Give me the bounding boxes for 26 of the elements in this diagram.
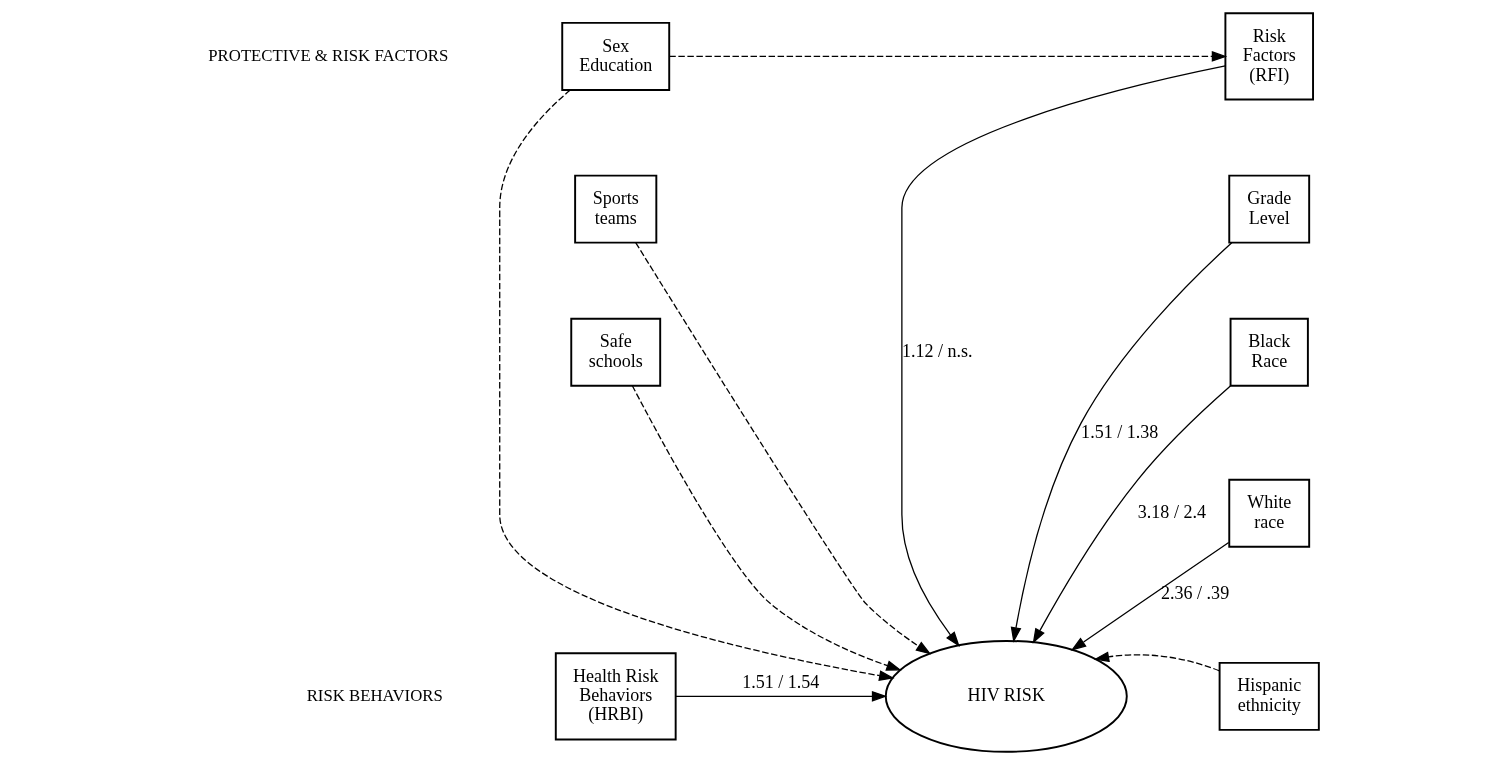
edge-label: 1.51 / 1.54	[741, 671, 819, 692]
node-box: Black Race	[1229, 317, 1309, 387]
arrow	[1010, 242, 1232, 643]
label: PROTECTIVE & RISK FACTORS	[207, 45, 448, 65]
node-box: Sports teams	[573, 174, 657, 244]
edge-label: 3.18 / 2.4	[1137, 502, 1206, 523]
arrow	[1070, 541, 1229, 651]
arrow	[900, 65, 1226, 647]
node-box: Hispanic ethnicity	[1218, 661, 1320, 731]
node-box: White race	[1227, 478, 1310, 548]
node-box: Sex Education	[560, 21, 670, 91]
arrow	[1093, 651, 1220, 672]
edge-label: 1.12 / n.s.	[901, 340, 973, 361]
arrow	[674, 690, 887, 702]
arrow	[631, 385, 902, 671]
node-box: Safe schools	[569, 317, 661, 387]
arrow	[498, 89, 894, 681]
edge-label: 2.36 / .39	[1160, 582, 1229, 603]
arrow	[1032, 385, 1231, 644]
node-box: Health Risk Behaviors (HRBI)	[554, 652, 677, 741]
edge-label: 1.51 / 1.38	[1080, 421, 1158, 442]
arrow	[668, 51, 1227, 62]
label: RISK BEHAVIORS	[306, 685, 443, 705]
arrow	[634, 242, 931, 655]
node-box: Risk Factors (RFI)	[1223, 12, 1314, 101]
node-box: Grade Level	[1227, 174, 1310, 244]
